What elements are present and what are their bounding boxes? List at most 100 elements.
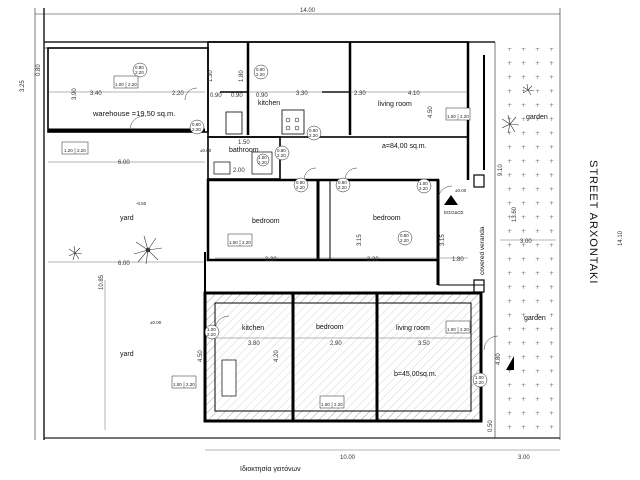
dimension-label: 4.50 <box>198 350 204 362</box>
svg-text:1.00: 1.00 <box>115 82 124 87</box>
svg-text:0.80: 0.80 <box>135 65 144 70</box>
door-tag: 0.802.20 <box>132 62 148 78</box>
street-label: STREET ARXONTAKI <box>587 160 599 284</box>
svg-text:2.20: 2.20 <box>296 185 305 190</box>
dimension-label: 10.85 <box>99 274 105 290</box>
svg-text:2.20: 2.20 <box>338 185 347 190</box>
tree-icon <box>133 235 163 265</box>
top-dimension: 14.00 <box>300 8 316 14</box>
dimension-label: 0.50 <box>488 420 494 432</box>
door-tag: 0.802.20 <box>397 230 413 246</box>
svg-text:2.20: 2.20 <box>419 186 428 191</box>
level-mark: -0.50 <box>136 201 147 206</box>
room-label-kitchen-b: kitchen <box>242 325 264 332</box>
yard-label-mid: yard <box>120 351 134 358</box>
dimension-label: 0.90 <box>231 93 243 99</box>
svg-text:1.00: 1.00 <box>447 327 456 332</box>
dimension-label: 3.30 <box>367 257 379 263</box>
dimension-label: 4.20 <box>274 350 280 362</box>
window-tag: 1.00 2.20 <box>227 233 253 247</box>
svg-text:1.00: 1.00 <box>475 375 484 380</box>
room-label-bathroom: bathroom <box>229 147 259 154</box>
dimension-label: 1.80 <box>239 70 245 82</box>
svg-text:2.20: 2.20 <box>460 114 469 119</box>
room-label-bedroom-left: bedroom <box>252 218 280 225</box>
entrance-arrow-icon <box>444 195 458 205</box>
dimension-label: 4.50 <box>428 106 434 118</box>
svg-text:2.20: 2.20 <box>460 327 469 332</box>
svg-text:0.80: 0.80 <box>400 233 409 238</box>
svg-text:1.00: 1.00 <box>447 114 456 119</box>
svg-text:0.80: 0.80 <box>309 128 318 133</box>
dimension-label: 3.00 <box>518 455 530 461</box>
dimension-label: 3.15 <box>357 234 363 246</box>
svg-text:2.20: 2.20 <box>192 127 201 132</box>
svg-text:1.00: 1.00 <box>229 240 238 245</box>
svg-text:2.20: 2.20 <box>277 153 286 158</box>
dimension-label: 13.60 <box>512 206 518 222</box>
neighbor-caption: Ιδιοκτησία γειτόνων <box>240 465 301 473</box>
svg-text:2.20: 2.20 <box>242 240 251 245</box>
dimension-label: 9.10 <box>498 164 504 176</box>
dimension-label: 0.80 <box>36 64 42 76</box>
room-label-bedroom-right: bedroom <box>373 215 401 222</box>
tree-icon <box>522 83 535 96</box>
svg-text:1.00: 1.00 <box>258 155 267 160</box>
dimension-label: 0.90 <box>256 93 268 99</box>
svg-text:1.00: 1.00 <box>419 181 428 186</box>
dimension-label: 3.15 <box>440 234 446 246</box>
area-b-label: b=45,00sq.m. <box>394 371 437 378</box>
door-tag: 1.002.20 <box>472 372 488 388</box>
svg-text:0.80: 0.80 <box>256 67 265 72</box>
area-a-label: a=84,00 sq.m. <box>382 143 427 150</box>
svg-text:1.00: 1.00 <box>321 402 330 407</box>
dimension-label: 2.00 <box>233 168 245 174</box>
level-mark: ±0.00 <box>455 188 467 193</box>
dimension-label: 1.30 <box>208 70 214 82</box>
room-label-kitchen-a: kitchen <box>258 100 280 107</box>
dimension-label: 3.90 <box>72 88 78 100</box>
svg-text:0.80: 0.80 <box>277 148 286 153</box>
svg-text:2.20: 2.20 <box>77 148 86 153</box>
door-tag: 1.002.20 <box>204 324 220 340</box>
dimension-lines <box>48 91 560 451</box>
dimension-label: 0.90 <box>210 93 222 99</box>
entrance-label: ΕΙΣΟΔΟΣ <box>444 210 464 215</box>
svg-text:2.20: 2.20 <box>400 238 409 243</box>
entrance-arrow-icon <box>506 356 514 370</box>
dimension-label: 10.00 <box>340 455 356 461</box>
dimension-label: 3.40 <box>90 91 102 97</box>
window-tag: 1.00 2.20 <box>445 107 471 121</box>
dimension-label: 1.50 <box>238 140 250 146</box>
garden-label-top: garden <box>526 114 548 121</box>
door-tag: 1.002.20 <box>416 178 432 194</box>
level-mark: ±0.00 <box>200 148 212 153</box>
dimension-label: 6.00 <box>118 261 130 267</box>
dimension-label: 1.80 <box>452 257 464 263</box>
svg-text:0.80: 0.80 <box>296 180 305 185</box>
window-tag: 1.00 2.20 <box>113 75 139 89</box>
svg-text:2.20: 2.20 <box>256 72 265 77</box>
level-mark: ±0.00 <box>150 320 162 325</box>
door-tag: 0.802.20 <box>274 145 290 161</box>
room-label-living-b: living room <box>396 325 430 332</box>
dimension-label: 3.25 <box>20 80 26 92</box>
door-tag: 0.802.20 <box>189 119 205 135</box>
door-tag: 0.802.20 <box>293 177 309 193</box>
door-tag: 0.802.20 <box>335 177 351 193</box>
dimension-label: 3.80 <box>248 341 260 347</box>
door-tag: 0.802.20 <box>306 125 322 141</box>
svg-text:2.20: 2.20 <box>128 82 137 87</box>
svg-text:2.20: 2.20 <box>475 380 484 385</box>
dimension-label: 3.00 <box>520 239 532 245</box>
dimension-label: 2.90 <box>330 341 342 347</box>
svg-text:0.80: 0.80 <box>338 180 347 185</box>
dimension-label: 2.20 <box>172 91 184 97</box>
svg-text:0.80: 0.80 <box>192 122 201 127</box>
window-tag: 1.00 2.20 <box>445 320 471 334</box>
dimension-label: 3.30 <box>296 91 308 97</box>
